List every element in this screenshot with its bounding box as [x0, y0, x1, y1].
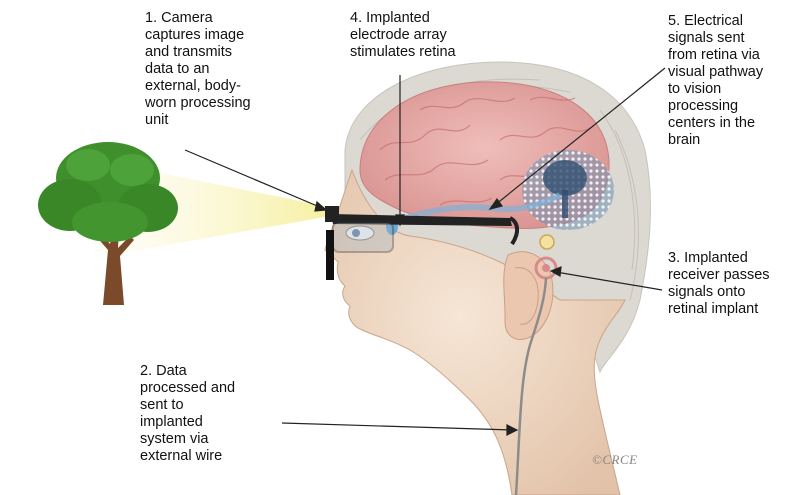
callout-receiver: 3. Implanted receiver passes signals ont…: [668, 250, 798, 318]
callout-electrode-array: 4. Implanted electrode array stimulates …: [350, 10, 500, 61]
artist-signature: ©CRCE: [592, 452, 638, 468]
arrow-processed: [282, 423, 512, 430]
callout-camera: 1. Camera captures image and transmits d…: [145, 10, 320, 129]
visual-cortex-region: [522, 150, 614, 230]
tree-icon: [38, 142, 178, 305]
callout-electrical-signals: 5. Electrical signals sent from retina v…: [668, 13, 798, 149]
callout-data-processed: 2. Data processed and sent to implanted …: [140, 363, 280, 465]
